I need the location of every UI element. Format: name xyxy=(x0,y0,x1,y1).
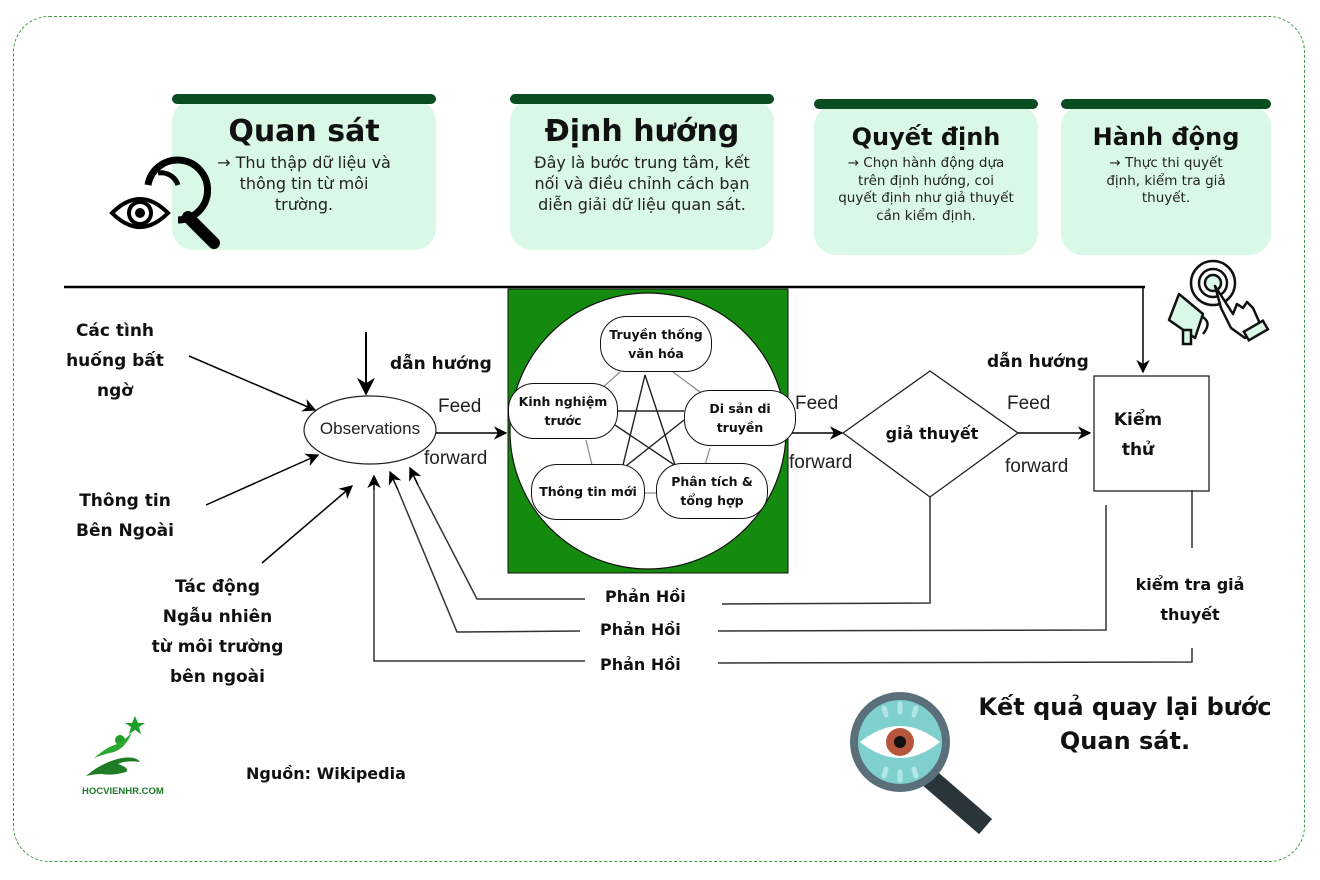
feedback-label-3: Phản Hồi xyxy=(600,655,681,674)
observations-label: Observations xyxy=(319,419,421,438)
step-title: Định hướng xyxy=(544,114,740,149)
forward-label-1: forward xyxy=(424,448,488,469)
step-card-orient: Định hướng Đây là bước trung tâm, kết nố… xyxy=(510,94,774,250)
input-unexpected-label: Các tình huống bất ngờ xyxy=(66,321,164,401)
source-label: Nguồn: Wikipedia xyxy=(246,764,406,783)
forward-label-2: forward xyxy=(789,452,853,473)
step-description: Đây là bước trung tâm, kết nối và điều c… xyxy=(534,153,750,214)
card-accent-bar xyxy=(1061,99,1271,109)
step-description: → Thu thập dữ liệu và thông tin từ môi t… xyxy=(217,153,391,214)
step-card-observe: Quan sát → Thu thập dữ liệu và thông tin… xyxy=(172,94,436,250)
guidance-label-left: dẫn hướng xyxy=(390,354,492,374)
node-previous-experience: Kinh nghiệm trước xyxy=(508,383,618,439)
step-card-act: Hành động → Thực thi quyết định, kiểm tr… xyxy=(1061,99,1271,255)
step-title: Quan sát xyxy=(228,114,380,149)
card-accent-bar xyxy=(172,94,436,104)
observations-ellipse xyxy=(303,395,437,465)
feedback-label-2: Phản Hồi xyxy=(600,620,681,639)
input-random-impact-label: Tác động Ngẫu nhiên từ môi trường bên ng… xyxy=(151,577,284,687)
page-frame xyxy=(13,16,1305,862)
test-hypothesis-label: kiểm tra giả thuyết xyxy=(1135,575,1245,624)
logo-text: HOCVIENHR.COM xyxy=(82,786,164,797)
card-accent-bar xyxy=(510,94,774,104)
step-description: → Thực thi quyết định, kiểm tra giả thuy… xyxy=(1106,155,1226,207)
node-genetic-heritage: Di sản di truyền xyxy=(684,390,796,446)
hocvienhr-logo-icon xyxy=(86,716,145,776)
node-analysis-synthesis: Phân tích & tổng hợp xyxy=(656,463,768,519)
step-card-decide: Quyết định → Chọn hành động dựa trên địn… xyxy=(814,99,1038,255)
feedback-label-1: Phản Hồi xyxy=(605,587,686,606)
observe-eye-search-icon xyxy=(109,156,220,249)
step-description: → Chọn hành động dựa trên định hướng, co… xyxy=(838,155,1014,224)
node-cultural-tradition: Truyền thống văn hóa xyxy=(600,316,712,372)
test-label: Kiểm thử xyxy=(1113,410,1163,460)
node-new-information: Thông tin mới xyxy=(531,464,645,520)
result-text: Kết quả quay lại bước Quan sát. xyxy=(978,693,1272,755)
step-title: Quyết định xyxy=(851,123,1001,151)
test-box xyxy=(1093,375,1210,492)
guidance-label-right: dẫn hướng xyxy=(987,352,1089,372)
input-external-info-label: Thông tin Bên Ngoài xyxy=(76,491,174,541)
feed-label-1: Feed xyxy=(438,396,482,417)
step-title: Hành động xyxy=(1092,123,1240,151)
feed-label-2: Feed xyxy=(795,393,839,414)
hypothesis-label: giả thuyết xyxy=(885,424,979,443)
forward-label-3: forward xyxy=(1005,456,1069,477)
feed-label-3: Feed xyxy=(1007,393,1051,414)
card-accent-bar xyxy=(814,99,1038,109)
action-hand-megaphone-icon xyxy=(1167,259,1270,346)
result-eye-magnifier-icon xyxy=(850,692,993,835)
